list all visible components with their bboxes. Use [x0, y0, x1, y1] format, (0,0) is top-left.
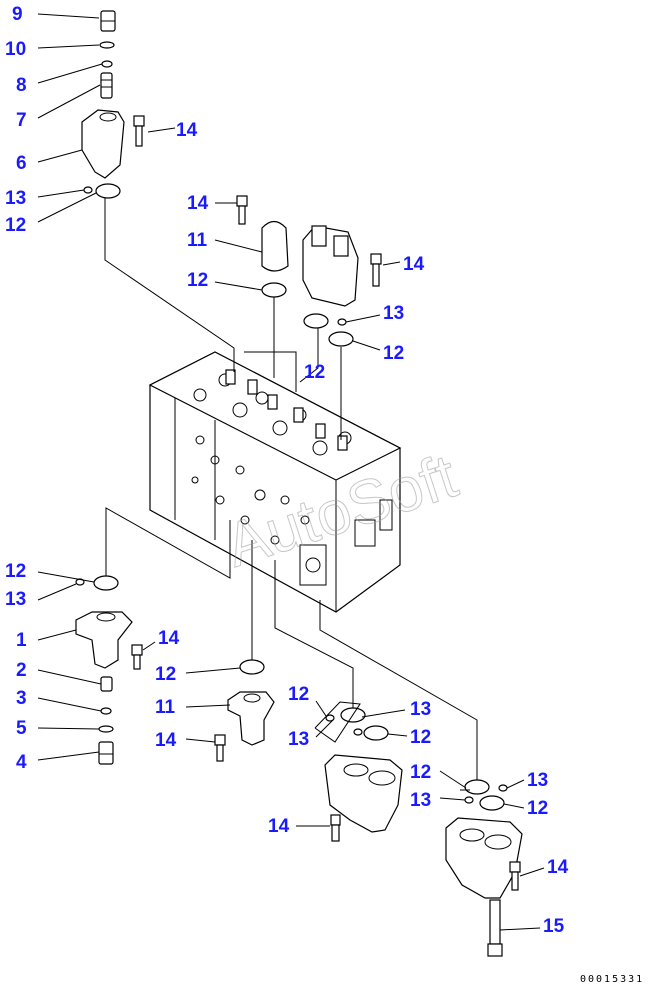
cover-6 — [81, 109, 125, 179]
oring-13-e — [353, 728, 363, 736]
oring-12-i — [464, 779, 490, 795]
callout-4: 4 — [16, 752, 27, 773]
callout-5: 5 — [16, 718, 27, 739]
ring-8 — [101, 60, 113, 68]
callout-12: 12 — [410, 727, 431, 748]
callout-13: 13 — [383, 303, 404, 324]
drawing-code: 00015331 — [580, 974, 644, 985]
callout-3: 3 — [16, 688, 27, 709]
valve-11-b — [227, 691, 275, 746]
callout-12: 12 — [304, 362, 325, 383]
ring-3 — [100, 707, 112, 715]
valve-assembly-b — [445, 817, 523, 899]
oring-12-e — [93, 575, 119, 591]
callout-14: 14 — [403, 254, 425, 275]
callout-12: 12 — [383, 343, 404, 364]
callout-12: 12 — [187, 270, 208, 291]
plug-4 — [98, 741, 114, 765]
oring-5 — [98, 725, 114, 733]
callout-13: 13 — [527, 770, 548, 791]
spring-2 — [100, 676, 113, 692]
callout-12: 12 — [5, 561, 26, 582]
cover-1 — [75, 611, 133, 669]
oring-12-j — [479, 795, 505, 811]
callout-15: 15 — [543, 916, 565, 937]
callout-13: 13 — [5, 188, 26, 209]
bolt-14-d — [131, 644, 143, 670]
bolt-14-b — [236, 195, 248, 225]
oring-12-a — [95, 183, 121, 199]
oring-12-d — [328, 331, 354, 347]
callout-6: 6 — [16, 153, 27, 174]
oring-12-f — [239, 659, 265, 675]
oring-13-a — [83, 186, 93, 194]
callout-13: 13 — [410, 699, 431, 720]
bolt-14-c — [370, 253, 382, 287]
callout-12: 12 — [155, 664, 176, 685]
callout-14: 14 — [155, 730, 177, 751]
callout-9: 9 — [12, 4, 23, 25]
oring-12-b — [261, 282, 287, 298]
callout-1: 1 — [16, 630, 27, 651]
bolt-14-f — [330, 814, 341, 842]
callout-10: 10 — [5, 39, 26, 60]
plug-9 — [100, 10, 116, 32]
callout-12: 12 — [410, 762, 431, 783]
callout-2: 2 — [16, 660, 27, 681]
valve-assembly-a — [324, 754, 403, 833]
control-valve-body — [148, 351, 402, 613]
oring-12-c — [303, 313, 329, 329]
callout-numbers: 9 10 8 7 14 6 13 12 14 11 12 14 13 12 12… — [5, 4, 569, 937]
callout-11: 11 — [187, 230, 208, 251]
oring-13-g — [464, 796, 474, 804]
oring-10 — [99, 41, 115, 49]
callout-13: 13 — [5, 589, 26, 610]
oring-12-h — [363, 725, 389, 741]
bolt-14-e — [214, 734, 226, 762]
connection-lines — [104, 198, 478, 791]
solenoid-valve — [302, 225, 359, 307]
bolt-15 — [487, 899, 503, 957]
bolt-14-g — [509, 861, 521, 891]
callout-13: 13 — [410, 790, 431, 811]
leader-lines — [37, 13, 545, 931]
spring-7 — [100, 72, 113, 99]
oring-13-d — [325, 714, 335, 722]
callout-8: 8 — [16, 75, 27, 96]
oring-13-b — [337, 318, 347, 326]
callout-12: 12 — [288, 684, 309, 705]
callout-13: 13 — [288, 729, 309, 750]
callout-14: 14 — [268, 816, 290, 837]
callout-7: 7 — [16, 110, 27, 131]
callout-14: 14 — [158, 628, 180, 649]
callout-12: 12 — [5, 215, 26, 236]
callout-14: 14 — [547, 857, 569, 878]
callout-12: 12 — [527, 798, 548, 819]
callout-11: 11 — [155, 697, 176, 718]
valve-11-a — [261, 220, 289, 272]
callout-14: 14 — [176, 120, 198, 141]
bolt-14-a — [133, 115, 145, 147]
callout-14: 14 — [187, 193, 209, 214]
oring-13-f — [498, 784, 508, 792]
